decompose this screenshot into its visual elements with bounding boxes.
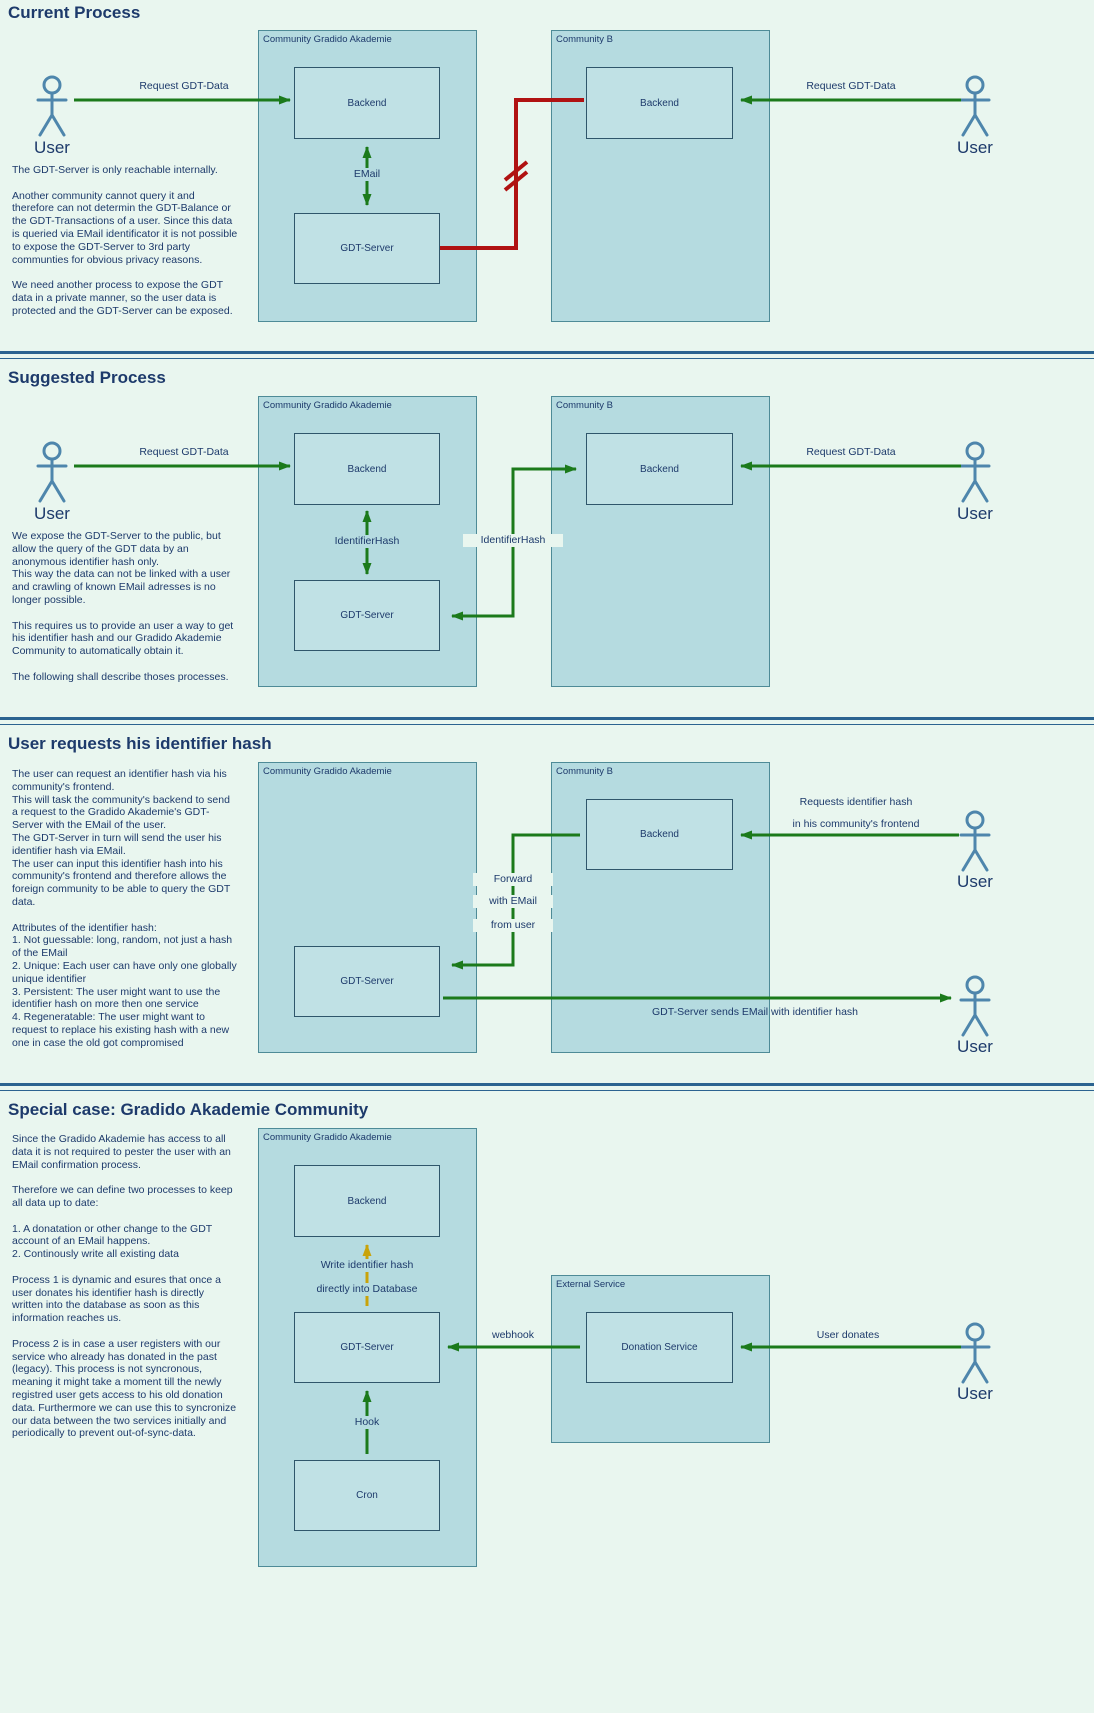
s1-community-gradido-akademie-label: Community Gradido Akademie bbox=[263, 34, 392, 45]
s3-user-top-actor-icon bbox=[959, 810, 991, 872]
section-heading-suggested-process: Suggested Process bbox=[8, 368, 166, 387]
identifier-hash-description: The user can request an identifier hash … bbox=[12, 768, 237, 1049]
s1-community-b-label: Community B bbox=[556, 34, 614, 45]
s3-community-gradido-akademie-label: Community Gradido Akademie bbox=[263, 766, 392, 777]
s1-backend-akademie-node: Backend bbox=[294, 67, 440, 139]
section-separator bbox=[0, 351, 1094, 359]
s2-user-right-actor-icon bbox=[959, 441, 991, 503]
s3-user-top-label: User bbox=[957, 872, 993, 891]
s3-gdt-sends-email-label: GDT-Server sends EMail with identifier h… bbox=[652, 1006, 858, 1018]
s2-gdt-server-node: GDT-Server bbox=[294, 580, 440, 651]
s3-user-bottom-label: User bbox=[957, 1037, 993, 1056]
s1-user-right-actor-icon bbox=[959, 75, 991, 137]
s3-forward-label-line3: from user bbox=[473, 919, 553, 932]
section-heading-special-case: Special case: Gradido Akademie Community bbox=[8, 1100, 369, 1119]
s3-requests-identifier-hash-line1: Requests identifier hash bbox=[799, 796, 913, 808]
section-separator bbox=[0, 717, 1094, 725]
s1-backend-community-b-node: Backend bbox=[586, 67, 733, 139]
s1-email-link-label: EMail bbox=[327, 168, 407, 181]
s4-gdt-server-node: GDT-Server bbox=[294, 1312, 440, 1383]
s3-backend-community-b-node: Backend bbox=[586, 799, 733, 870]
s1-user-right-label: User bbox=[957, 138, 993, 157]
s1-user-left-actor-icon bbox=[36, 75, 68, 137]
s2-identifierhash-link-label: IdentifierHash bbox=[317, 535, 417, 548]
s1-request-gdt-data-left-label: Request GDT-Data bbox=[139, 80, 229, 92]
s4-external-service-label: External Service bbox=[556, 1279, 626, 1290]
s4-donation-service-node: Donation Service bbox=[586, 1312, 733, 1383]
s3-requests-identifier-hash-label: Requests identifier hash in his communit… bbox=[761, 791, 951, 835]
s2-identifierhash-elbow-label: IdentifierHash bbox=[463, 534, 563, 547]
s1-blocked-break-icon bbox=[503, 170, 529, 192]
s2-backend-community-b-node: Backend bbox=[586, 433, 733, 505]
s3-gdt-server-node: GDT-Server bbox=[294, 946, 440, 1017]
s2-user-right-label: User bbox=[957, 504, 993, 523]
suggested-process-description: We expose the GDT-Server to the public, … bbox=[12, 530, 234, 683]
s2-request-gdt-data-left-label: Request GDT-Data bbox=[139, 446, 229, 458]
s2-backend-akademie-node: Backend bbox=[294, 433, 440, 505]
section-separator bbox=[0, 1083, 1094, 1091]
s1-request-gdt-data-right-label: Request GDT-Data bbox=[806, 80, 896, 92]
s3-requests-identifier-hash-line2: in his community's frontend bbox=[792, 818, 920, 830]
s1-blocked-break-icon bbox=[503, 160, 529, 182]
s2-community-gradido-akademie-label: Community Gradido Akademie bbox=[263, 400, 392, 411]
s4-write-identifier-hash-line1: Write identifier hash bbox=[297, 1259, 437, 1272]
s4-backend-node: Backend bbox=[294, 1165, 440, 1237]
section-heading-identifier-hash: User requests his identifier hash bbox=[8, 734, 272, 753]
s1-user-left-label: User bbox=[34, 138, 70, 157]
s2-user-left-actor-icon bbox=[36, 441, 68, 503]
s4-user-label: User bbox=[957, 1384, 993, 1403]
s2-community-b-label: Community B bbox=[556, 400, 614, 411]
s3-user-bottom-actor-icon bbox=[959, 975, 991, 1037]
s4-cron-node: Cron bbox=[294, 1460, 440, 1531]
s4-webhook-label: webhook bbox=[491, 1329, 535, 1341]
s4-community-gradido-akademie-label: Community Gradido Akademie bbox=[263, 1132, 392, 1143]
s4-user-actor-icon bbox=[959, 1322, 991, 1384]
s2-request-gdt-data-right-label: Request GDT-Data bbox=[806, 446, 896, 458]
special-case-description: Since the Gradido Akademie has access to… bbox=[12, 1133, 237, 1440]
s3-forward-label-line1: Forward bbox=[473, 873, 553, 886]
s1-gdt-server-node: GDT-Server bbox=[294, 213, 440, 284]
s3-forward-label-line2: with EMail bbox=[473, 895, 553, 908]
s2-user-left-label: User bbox=[34, 504, 70, 523]
current-process-description: The GDT-Server is only reachable interna… bbox=[12, 164, 238, 317]
s4-write-identifier-hash-line2: directly into Database bbox=[297, 1283, 437, 1296]
s4-hook-label: Hook bbox=[337, 1416, 397, 1429]
section-heading-current-process: Current Process bbox=[8, 3, 141, 22]
s3-community-b-label: Community B bbox=[556, 766, 614, 777]
s4-user-donates-label: User donates bbox=[816, 1329, 880, 1341]
